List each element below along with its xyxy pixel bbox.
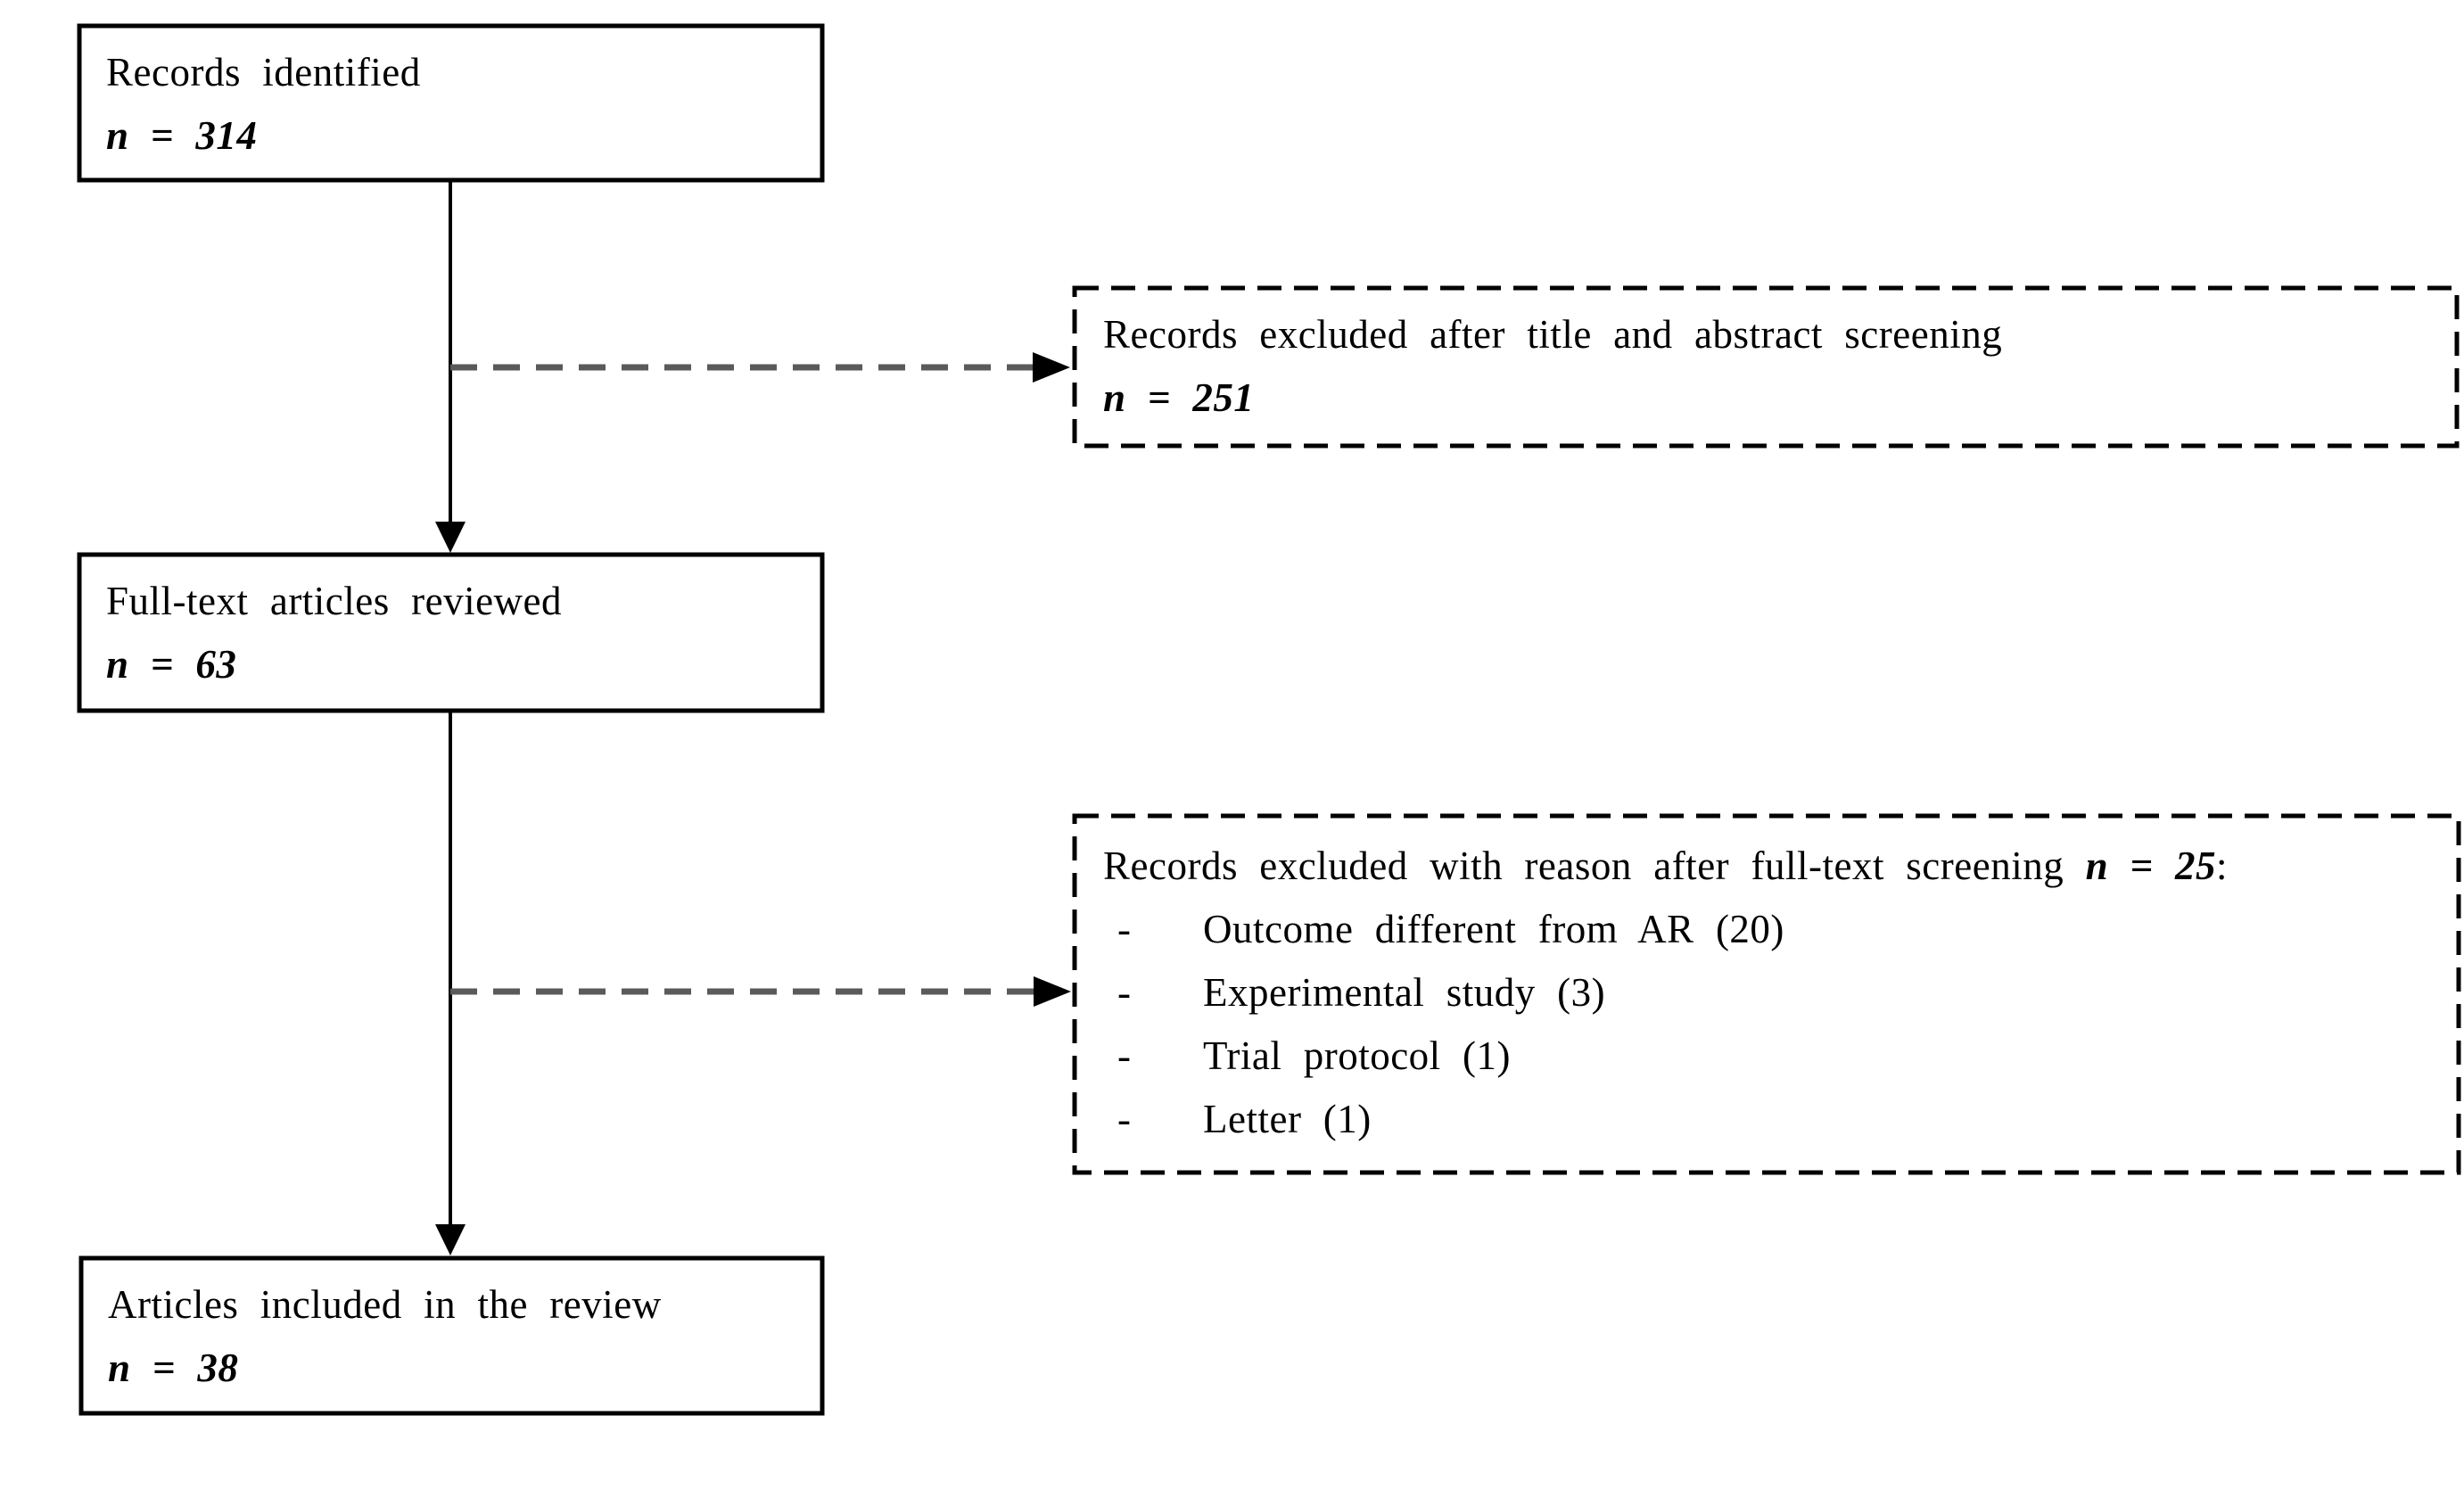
list-item-label: Experimental study (3) xyxy=(1203,970,1606,1015)
fulltext-reviewed-box: Full-text articles reviewed n = 63 xyxy=(106,570,802,696)
records-identified-label: Records identified xyxy=(106,50,421,95)
excluded-fulltext-box: Records excluded with reason after full-… xyxy=(1103,835,2441,1151)
included-review-label: Articles included in the review xyxy=(108,1282,662,1327)
excluded-title-abstract-box-outline xyxy=(1072,285,2460,449)
list-item: - Letter (1) xyxy=(1103,1088,2441,1151)
fulltext-reviewed-count: n = 63 xyxy=(106,642,237,687)
excluded-fulltext-header: Records excluded with reason after full-… xyxy=(1103,835,2441,898)
excluded-title-abstract-count: n = 251 xyxy=(1103,375,1255,420)
list-item: - Trial protocol (1) xyxy=(1103,1025,2441,1088)
list-item-label: Outcome different from AR (20) xyxy=(1203,907,1784,951)
list-item-bullet: - xyxy=(1117,907,1132,951)
list-item: - Outcome different from AR (20) xyxy=(1103,898,2441,961)
excluded-fulltext-count: n = 25 xyxy=(2085,844,2216,888)
included-review-box: Articles included in the review n = 38 xyxy=(108,1273,803,1400)
excluded-fulltext-box-outline xyxy=(1072,813,2461,1175)
fulltext-reviewed-box-outline xyxy=(77,552,825,713)
records-identified-box: Records identified n = 314 xyxy=(106,41,802,168)
records-identified-count: n = 314 xyxy=(106,113,258,158)
list-item-bullet: - xyxy=(1117,1033,1132,1078)
dashed-arrow-2-head-icon xyxy=(1034,976,1071,1007)
dashed-arrow-1-head-icon xyxy=(1033,352,1070,383)
list-item-label: Letter (1) xyxy=(1203,1097,1372,1141)
excluded-title-abstract-label: Records excluded after title and abstrac… xyxy=(1103,312,2003,357)
list-item-label: Trial protocol (1) xyxy=(1203,1033,1512,1078)
excluded-title-abstract-box: Records excluded after title and abstrac… xyxy=(1103,303,2441,430)
vertical-arrow-2-head-icon xyxy=(435,1224,466,1255)
records-identified-box-outline xyxy=(77,23,825,183)
excluded-fulltext-header-suffix: : xyxy=(2215,844,2228,888)
list-item: - Experimental study (3) xyxy=(1103,961,2441,1025)
excluded-fulltext-header-text: Records excluded with reason after full-… xyxy=(1103,844,2064,888)
included-review-box-outline xyxy=(78,1255,825,1416)
included-review-count: n = 38 xyxy=(108,1346,239,1390)
fulltext-reviewed-label: Full-text articles reviewed xyxy=(106,579,563,623)
excluded-fulltext-reason-list: - Outcome different from AR (20) - Exper… xyxy=(1103,898,2441,1151)
list-item-bullet: - xyxy=(1117,970,1132,1015)
list-item-bullet: - xyxy=(1117,1097,1132,1141)
vertical-arrow-1-head-icon xyxy=(435,522,466,553)
